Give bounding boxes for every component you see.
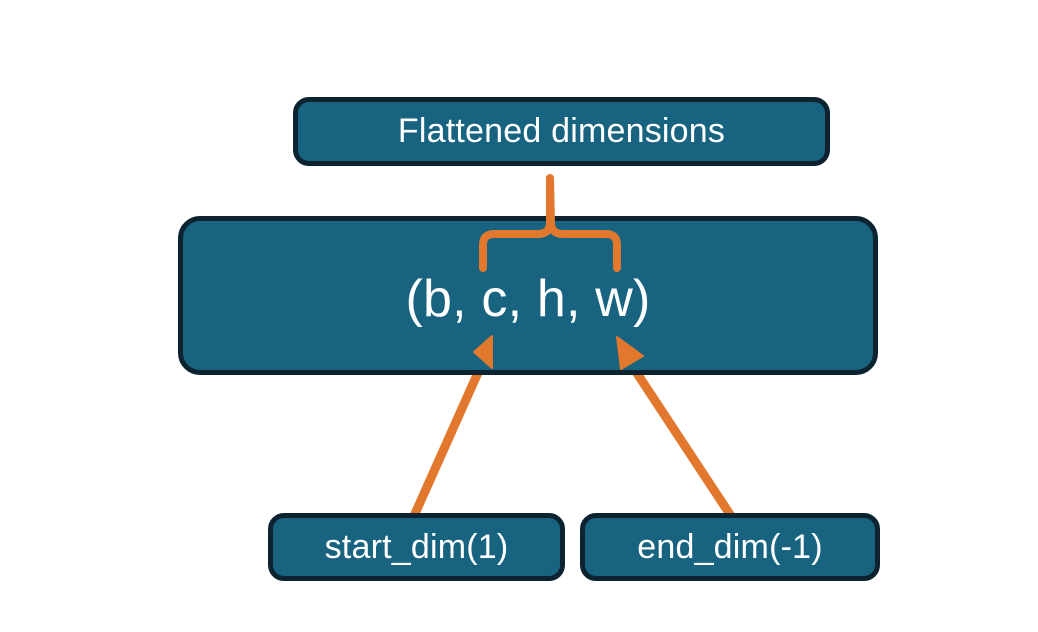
end-dim-box[interactable]: end_dim(-1) (580, 513, 880, 581)
start-dim-label: start_dim(1) (324, 527, 509, 566)
tensor-shape-label: (b, c, h, w) (405, 269, 651, 328)
flattened-dimensions-box[interactable]: Flattened dimensions (293, 97, 830, 166)
start-dim-box[interactable]: start_dim(1) (268, 513, 565, 581)
end-dim-label: end_dim(-1) (637, 527, 823, 566)
tensor-shape-box[interactable]: (b, c, h, w) (178, 216, 878, 375)
flattened-dimensions-label: Flattened dimensions (397, 112, 726, 150)
